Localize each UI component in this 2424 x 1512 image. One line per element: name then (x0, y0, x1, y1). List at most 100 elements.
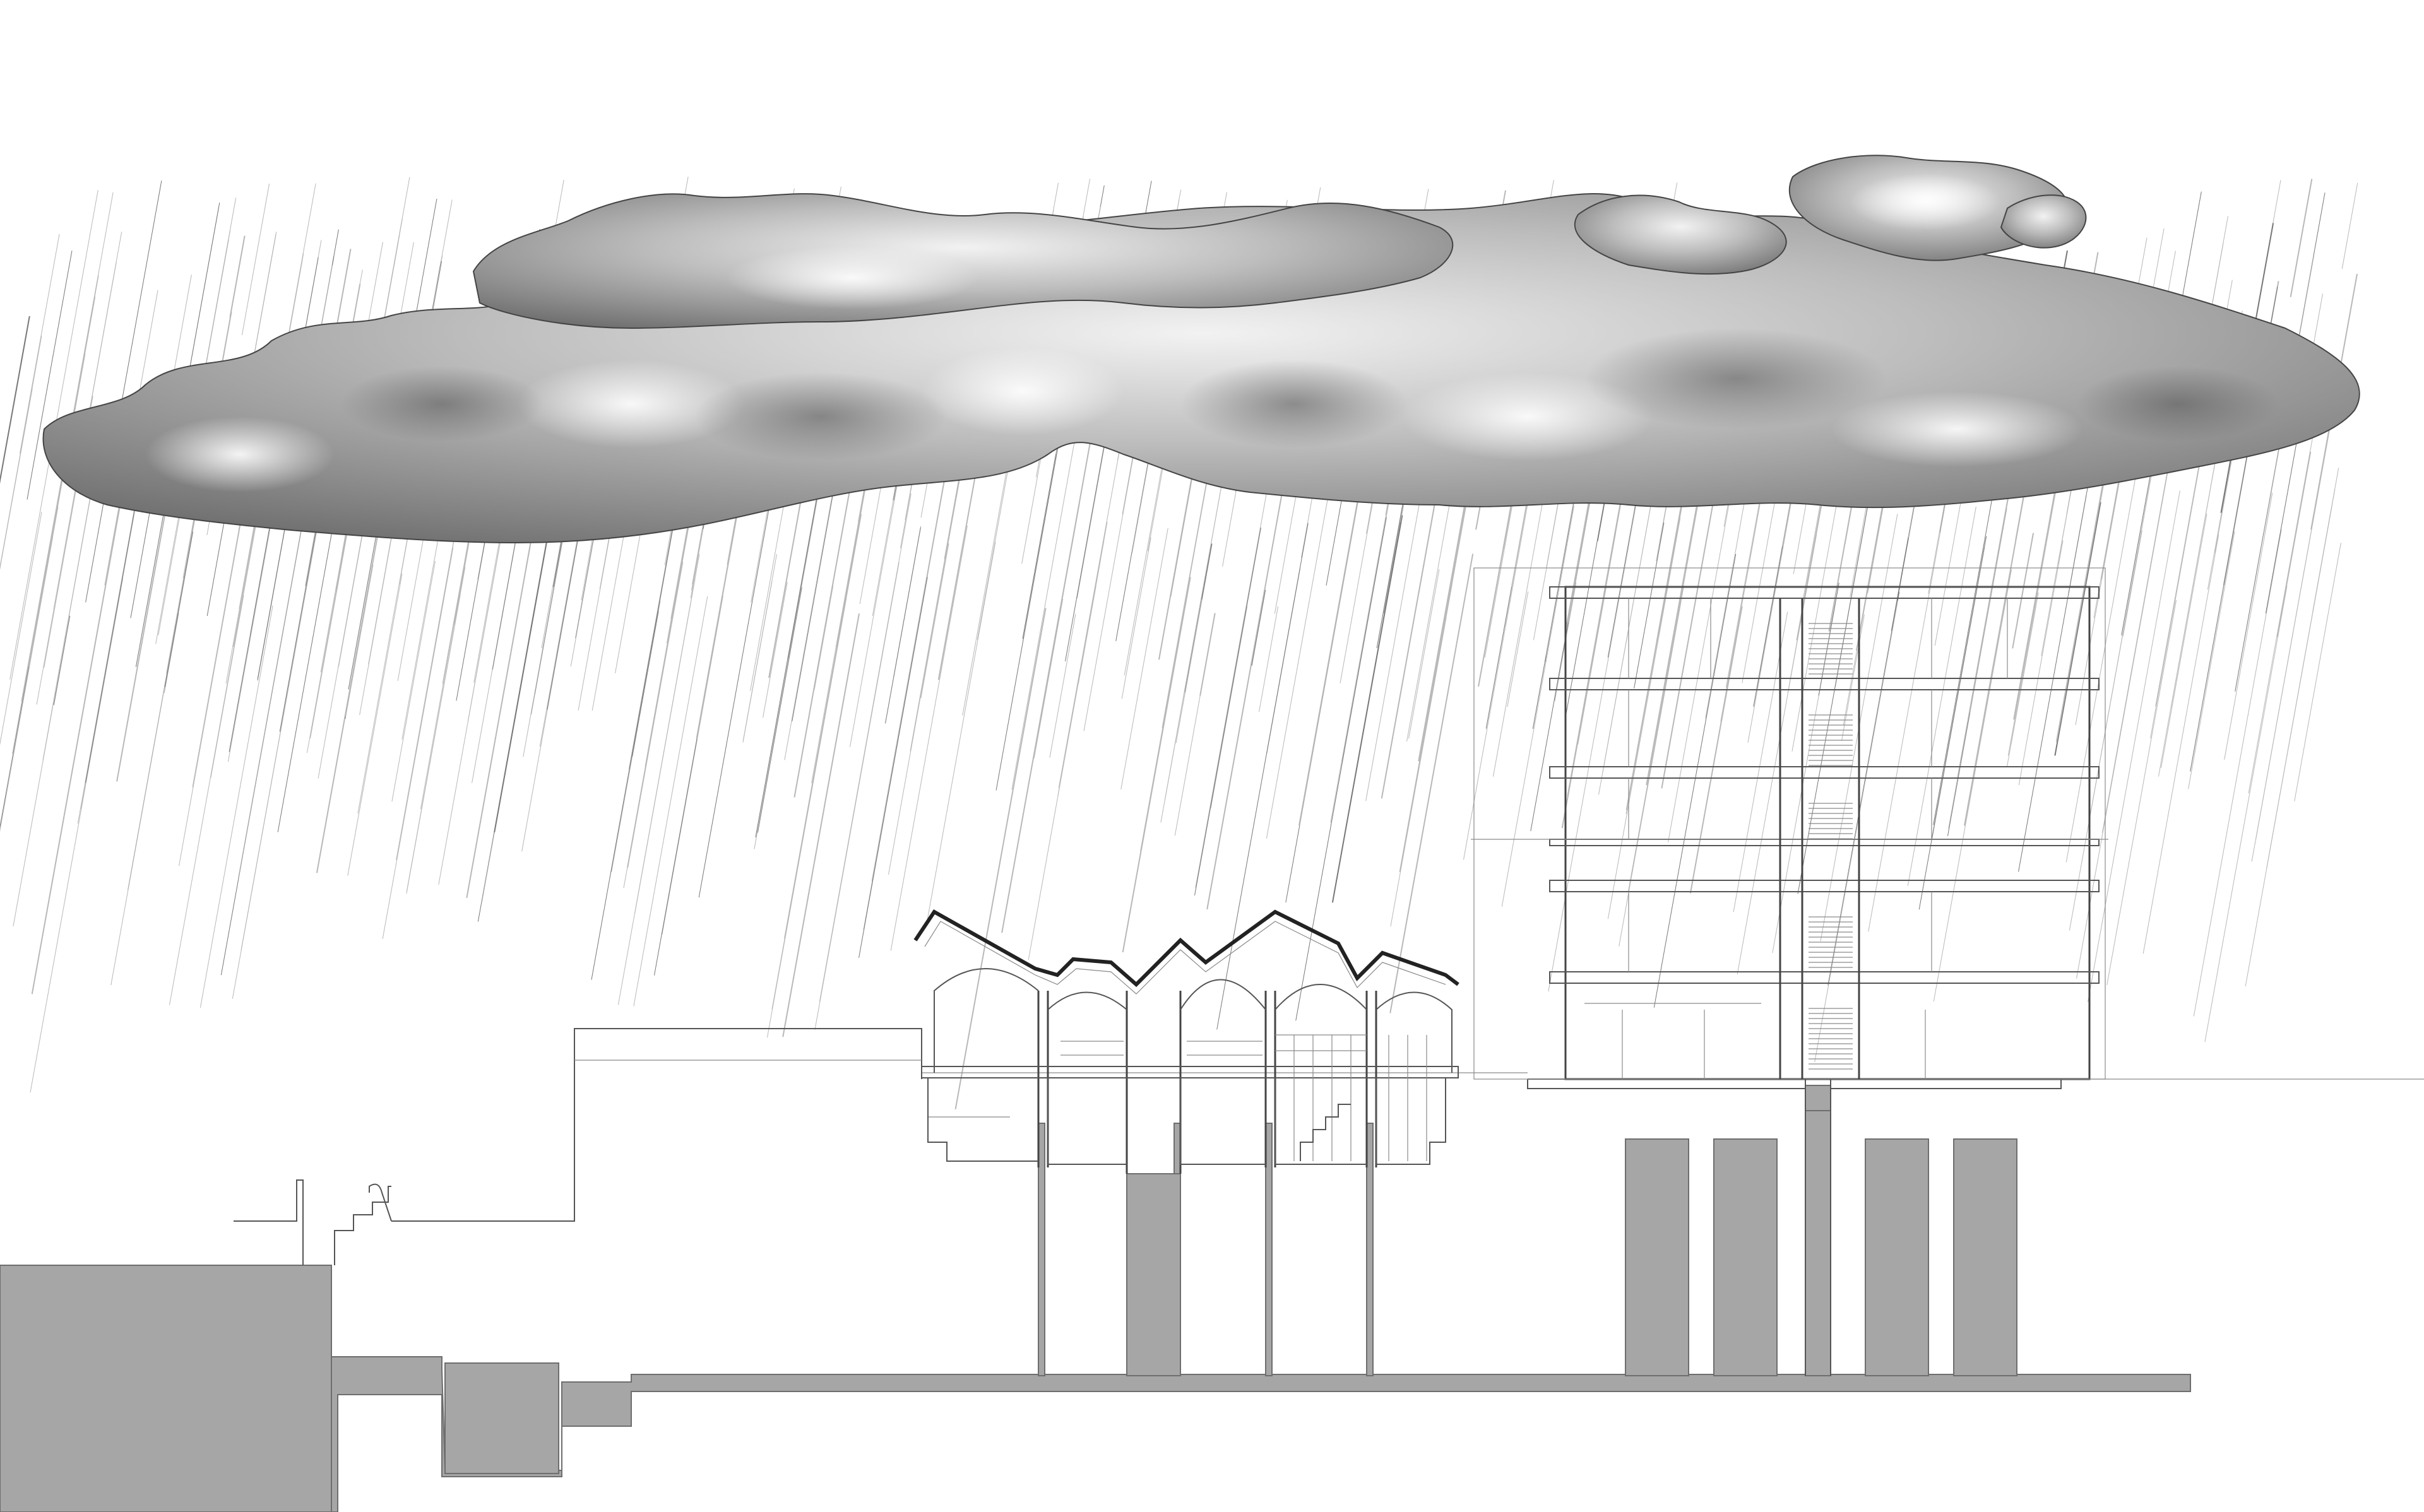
rain-streak (164, 531, 194, 687)
rain-streak (1653, 553, 1737, 1008)
rain-streak (766, 598, 847, 1038)
rain-streak (1747, 496, 1793, 743)
rain-streak (382, 553, 453, 939)
rain-streak (1120, 528, 1168, 790)
rain-streak (1251, 589, 1266, 666)
rain-streak (2265, 422, 2301, 614)
rain-streak (632, 611, 659, 757)
rain-streak (814, 586, 834, 690)
rain-streak (1001, 441, 1091, 933)
rain-streak (742, 553, 777, 741)
rain-streak (1331, 515, 1403, 903)
rain-streak (863, 508, 940, 930)
rain-streak (85, 180, 162, 603)
rain-streak (712, 505, 739, 649)
rain-streak (1058, 413, 1127, 788)
rain-streak (662, 596, 723, 935)
rain-streak (1501, 505, 1574, 907)
rain-streak (456, 522, 489, 701)
rain-streak (926, 541, 996, 926)
rain-streak (814, 562, 900, 1031)
rain-streak (2290, 179, 2313, 297)
rain-streak (1668, 493, 1732, 842)
rain-streak (277, 496, 339, 832)
rain-streak (2161, 514, 2207, 768)
rain-streak (2188, 531, 2235, 789)
rain-streak (627, 562, 684, 868)
rain-streak (0, 316, 30, 484)
rain-streak (977, 451, 1012, 640)
rain-streak (13, 459, 98, 926)
rain-streak (179, 501, 245, 866)
rain-streak (757, 587, 802, 833)
rain-streak (494, 505, 554, 833)
rain-streak (858, 577, 928, 958)
rain-streak (2065, 413, 2148, 863)
rain-streak (1194, 527, 1261, 896)
rain-streak (771, 529, 859, 1010)
rain-streak (2204, 586, 2288, 1042)
rain-streak (1907, 506, 1976, 886)
rain-streak (85, 473, 142, 783)
rain-streak (116, 504, 168, 782)
rain-streak (1295, 517, 1387, 1021)
rain-streak (1634, 523, 1665, 688)
rain-streak (2193, 529, 2282, 1017)
rain-streak (754, 492, 819, 849)
rain-streak (406, 567, 466, 892)
pitched-roof-pavilion (913, 909, 1459, 1174)
rain-streak (241, 498, 323, 950)
rain-streak (241, 184, 270, 335)
rain-streak (1057, 521, 1108, 796)
rain-streak (2341, 182, 2358, 269)
rain-streak (31, 478, 126, 995)
rain-streak (954, 608, 1047, 1109)
rain-streak (199, 605, 273, 1008)
rain-streak (30, 578, 124, 1093)
rain-streak (849, 484, 898, 747)
storm-cloud (42, 155, 2360, 544)
rain-streak (2012, 533, 2035, 649)
ground-outline (234, 1028, 2424, 1265)
rain-streak (2088, 490, 2180, 1003)
rain-streak (698, 449, 780, 898)
rain-streak (1548, 488, 1639, 992)
rain-streak (19, 233, 60, 454)
rain-streak (2266, 489, 2336, 869)
rain-streak (1733, 611, 1788, 913)
rain-streak (1561, 454, 1631, 829)
rain-streak (1033, 598, 1064, 759)
rain-streak (885, 527, 921, 724)
rain-streak (1797, 454, 1877, 894)
rain-streak (1389, 553, 1474, 1013)
rain-streak (2018, 476, 2090, 872)
rain-streak (888, 413, 972, 875)
rain-streak (1408, 569, 1440, 739)
rain-streak (793, 467, 855, 798)
rain-streak (1121, 537, 1151, 699)
rain-streak (782, 613, 860, 1037)
rain-streak (1867, 501, 1885, 594)
rain-streak (1827, 503, 1915, 986)
rain-streak (2006, 592, 2039, 767)
rain-streak (1210, 606, 1248, 808)
rain-streak (1174, 617, 1215, 836)
rain-streak (920, 543, 949, 699)
rain-streak (570, 532, 595, 667)
ground-section (0, 1085, 2191, 1512)
rain-streak (763, 582, 788, 718)
rain-streak (2054, 502, 2101, 756)
rain-streak (53, 615, 71, 706)
rain-streak (1818, 582, 1839, 696)
rain-streak (1195, 418, 1281, 888)
rain-streak (1631, 586, 1684, 876)
rain-streak (27, 251, 73, 500)
rain-streak (1868, 451, 1956, 932)
rain-streak (1484, 505, 1513, 658)
rain-streak (578, 521, 613, 711)
rain-streak (819, 493, 912, 1002)
rain-streak (1627, 491, 1701, 892)
rain-streak (2076, 461, 2170, 979)
rain-streak (0, 536, 54, 832)
